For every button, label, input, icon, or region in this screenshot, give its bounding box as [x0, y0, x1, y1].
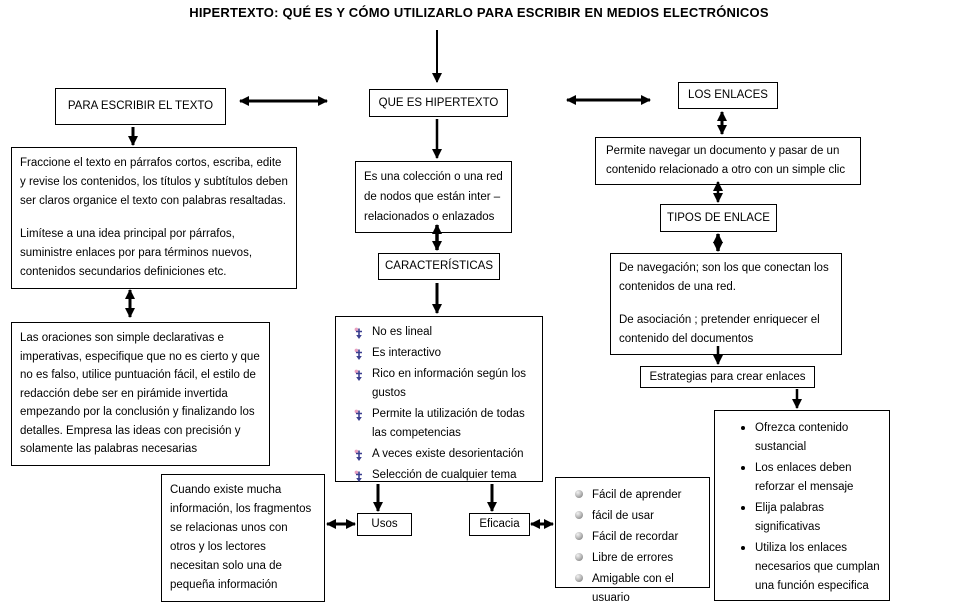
- list-item-text: Selección de cualquier tema: [372, 469, 517, 481]
- paragraph: De navegación; son los que conectan los …: [619, 262, 829, 293]
- dot-bullet-icon: [731, 459, 755, 470]
- node-las-oraciones: Las oraciones son simple declarativas e …: [11, 322, 270, 466]
- node-permite-navegar: Permite navegar un documento y pasar de …: [595, 137, 861, 185]
- arrow-bullet-icon: [346, 405, 372, 422]
- arrow-bullet-icon: [346, 344, 372, 361]
- node-estrategias: Estrategias para crear enlaces: [640, 366, 815, 388]
- node-fraccione-texto: Fraccione el texto en párrafos cortos, e…: [11, 147, 297, 289]
- node-cuando-existe-informacion: Cuando existe mucha información, los fra…: [161, 474, 325, 602]
- list-item: Fácil de recordar: [566, 528, 703, 547]
- paragraph: Es una colección o una red de nodos que …: [364, 171, 503, 223]
- node-eficacia: Eficacia: [469, 513, 530, 536]
- node-tipos-de-enlace: TIPOS DE ENLACE: [660, 204, 777, 232]
- node-label: Usos: [371, 518, 398, 530]
- list-item-text: Rico en información según los gustos: [372, 368, 527, 399]
- caracteristicas-list: No es lineal Es interactivo: [336, 317, 542, 491]
- sphere-bullet-icon: [566, 486, 592, 498]
- node-caracteristicas: CARACTERÍSTICAS: [378, 253, 500, 280]
- node-label: PARA ESCRIBIR EL TEXTO: [67, 100, 214, 112]
- list-item-text: Elija palabras significativas: [755, 502, 825, 533]
- node-para-escribir-el-texto: PARA ESCRIBIR EL TEXTO: [55, 88, 226, 125]
- list-item-text: Permite la utilización de todas las comp…: [372, 408, 525, 439]
- sphere-bullet-icon: [566, 570, 592, 582]
- node-caracteristicas-lista: No es lineal Es interactivo: [335, 316, 543, 482]
- node-label: TIPOS DE ENLACE: [667, 211, 770, 224]
- paragraph: Las oraciones son simple declarativas e …: [20, 332, 260, 455]
- list-item-text: Amigable con el usuario: [592, 573, 674, 604]
- node-label: LOS ENLACES: [688, 89, 768, 101]
- estrategias-list: Ofrezca contenido sustancial Los enlaces…: [715, 411, 889, 602]
- paragraph: Limítese a una idea principal por párraf…: [20, 228, 253, 278]
- list-item: Elija palabras significativas: [731, 499, 883, 537]
- node-label: Estrategias para crear enlaces: [649, 370, 806, 383]
- list-item: Selección de cualquier tema: [346, 466, 536, 485]
- list-item: A veces existe desorientación: [346, 445, 536, 464]
- list-item-text: Libre de errores: [592, 552, 674, 564]
- list-item: Permite la utilización de todas las comp…: [346, 405, 536, 443]
- node-eficacia-lista: Fácil de aprender fácil de usar Fácil de…: [555, 477, 710, 604]
- list-item: Rico en información según los gustos: [346, 365, 536, 403]
- list-item-text: No es lineal: [372, 326, 433, 338]
- sphere-bullet-icon: [566, 507, 592, 519]
- node-label: Eficacia: [479, 518, 520, 530]
- dot-bullet-icon: [731, 419, 755, 430]
- list-item-text: Ofrezca contenido sustancial: [755, 422, 849, 453]
- node-label: CARACTERÍSTICAS: [385, 260, 493, 272]
- list-item-text: A veces existe desorientación: [372, 448, 524, 460]
- paragraph: De asociación ; pretender enriquecer el …: [619, 314, 820, 345]
- list-item: Libre de errores: [566, 549, 703, 568]
- dot-bullet-icon: [731, 539, 755, 550]
- eficacia-list: Fácil de aprender fácil de usar Fácil de…: [556, 478, 709, 610]
- node-que-es-hipertexto: QUE ES HIPERTEXTO: [369, 89, 508, 117]
- sphere-bullet-icon: [566, 528, 592, 540]
- list-item: No es lineal: [346, 323, 536, 342]
- node-los-enlaces: LOS ENLACES: [678, 82, 778, 109]
- arrow-bullet-icon: [346, 365, 372, 382]
- list-item-text: Es interactivo: [372, 347, 442, 359]
- arrow-bullet-icon: [346, 445, 372, 462]
- list-item: Es interactivo: [346, 344, 536, 363]
- list-item-text: Fácil de recordar: [592, 531, 679, 543]
- node-label: QUE ES HIPERTEXTO: [378, 96, 499, 109]
- list-item: Utiliza los enlaces necesarios que cumpl…: [731, 539, 883, 596]
- arrow-bullet-icon: [346, 466, 372, 483]
- arrow-bullet-icon: [346, 323, 372, 340]
- paragraph: Cuando existe mucha información, los fra…: [170, 484, 312, 591]
- list-item-text: Utiliza los enlaces necesarios que cumpl…: [755, 542, 880, 592]
- list-item-text: Fácil de aprender: [592, 489, 682, 501]
- node-definicion-hipertexto: Es una colección o una red de nodos que …: [355, 161, 512, 233]
- paragraph: Permite navegar un documento y pasar de …: [606, 145, 846, 176]
- diagram-title: HIPERTEXTO: QUÉ ES Y CÓMO UTILIZARLO PAR…: [189, 5, 769, 20]
- list-item: fácil de usar: [566, 507, 703, 526]
- list-item: Ofrezca contenido sustancial: [731, 419, 883, 457]
- list-item-text: Los enlaces deben reforzar el mensaje: [755, 462, 854, 493]
- list-item: Los enlaces deben reforzar el mensaje: [731, 459, 883, 497]
- sphere-bullet-icon: [566, 549, 592, 561]
- list-item: Amigable con el usuario: [566, 570, 703, 608]
- node-tipos-descripcion: De navegación; son los que conectan los …: [610, 253, 842, 355]
- paragraph: Fraccione el texto en párrafos cortos, e…: [20, 157, 288, 207]
- node-estrategias-lista: Ofrezca contenido sustancial Los enlaces…: [714, 410, 890, 601]
- list-item: Fácil de aprender: [566, 486, 703, 505]
- node-usos: Usos: [357, 513, 412, 536]
- dot-bullet-icon: [731, 499, 755, 510]
- list-item-text: fácil de usar: [592, 510, 655, 522]
